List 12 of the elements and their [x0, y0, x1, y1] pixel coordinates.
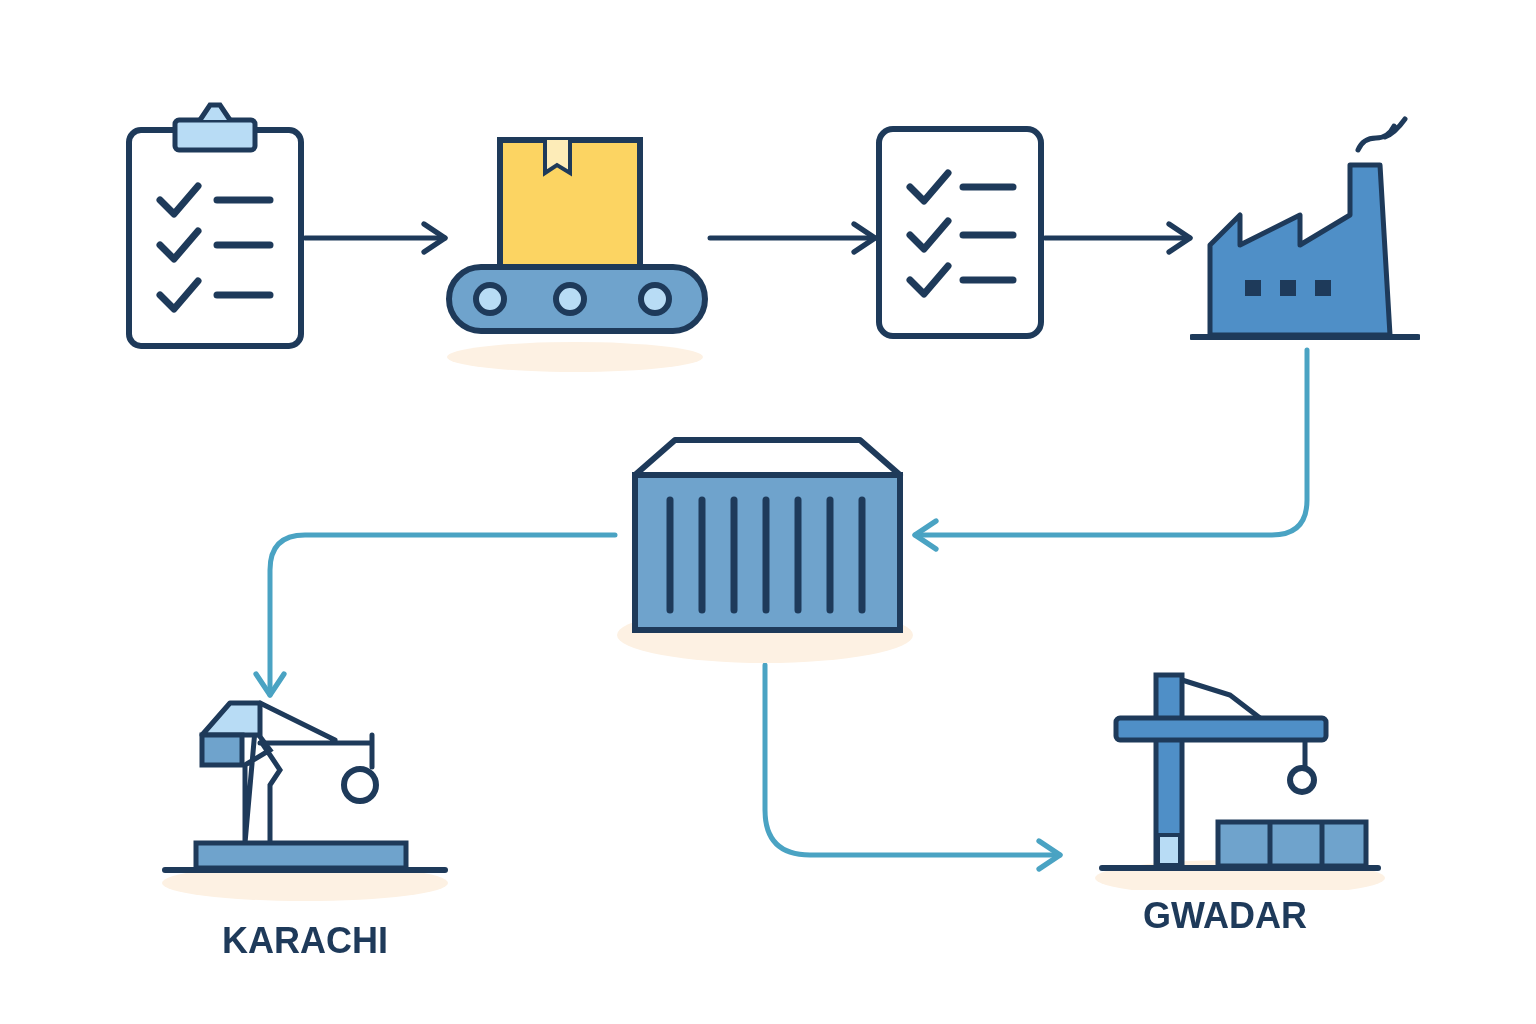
city-label: KARACHI	[222, 923, 388, 959]
arrow	[1042, 221, 1193, 255]
arrow	[302, 221, 448, 255]
clipboard-checklist-drawing	[125, 100, 305, 350]
arrow	[762, 662, 1063, 872]
arrow	[253, 532, 618, 698]
city-label: GWADAR	[1143, 898, 1307, 934]
arrow	[707, 221, 878, 255]
checklist-drawing	[875, 125, 1045, 340]
conveyor-box-drawing	[445, 135, 710, 375]
shipping-container-drawing	[615, 435, 915, 665]
arrow	[912, 347, 1310, 552]
